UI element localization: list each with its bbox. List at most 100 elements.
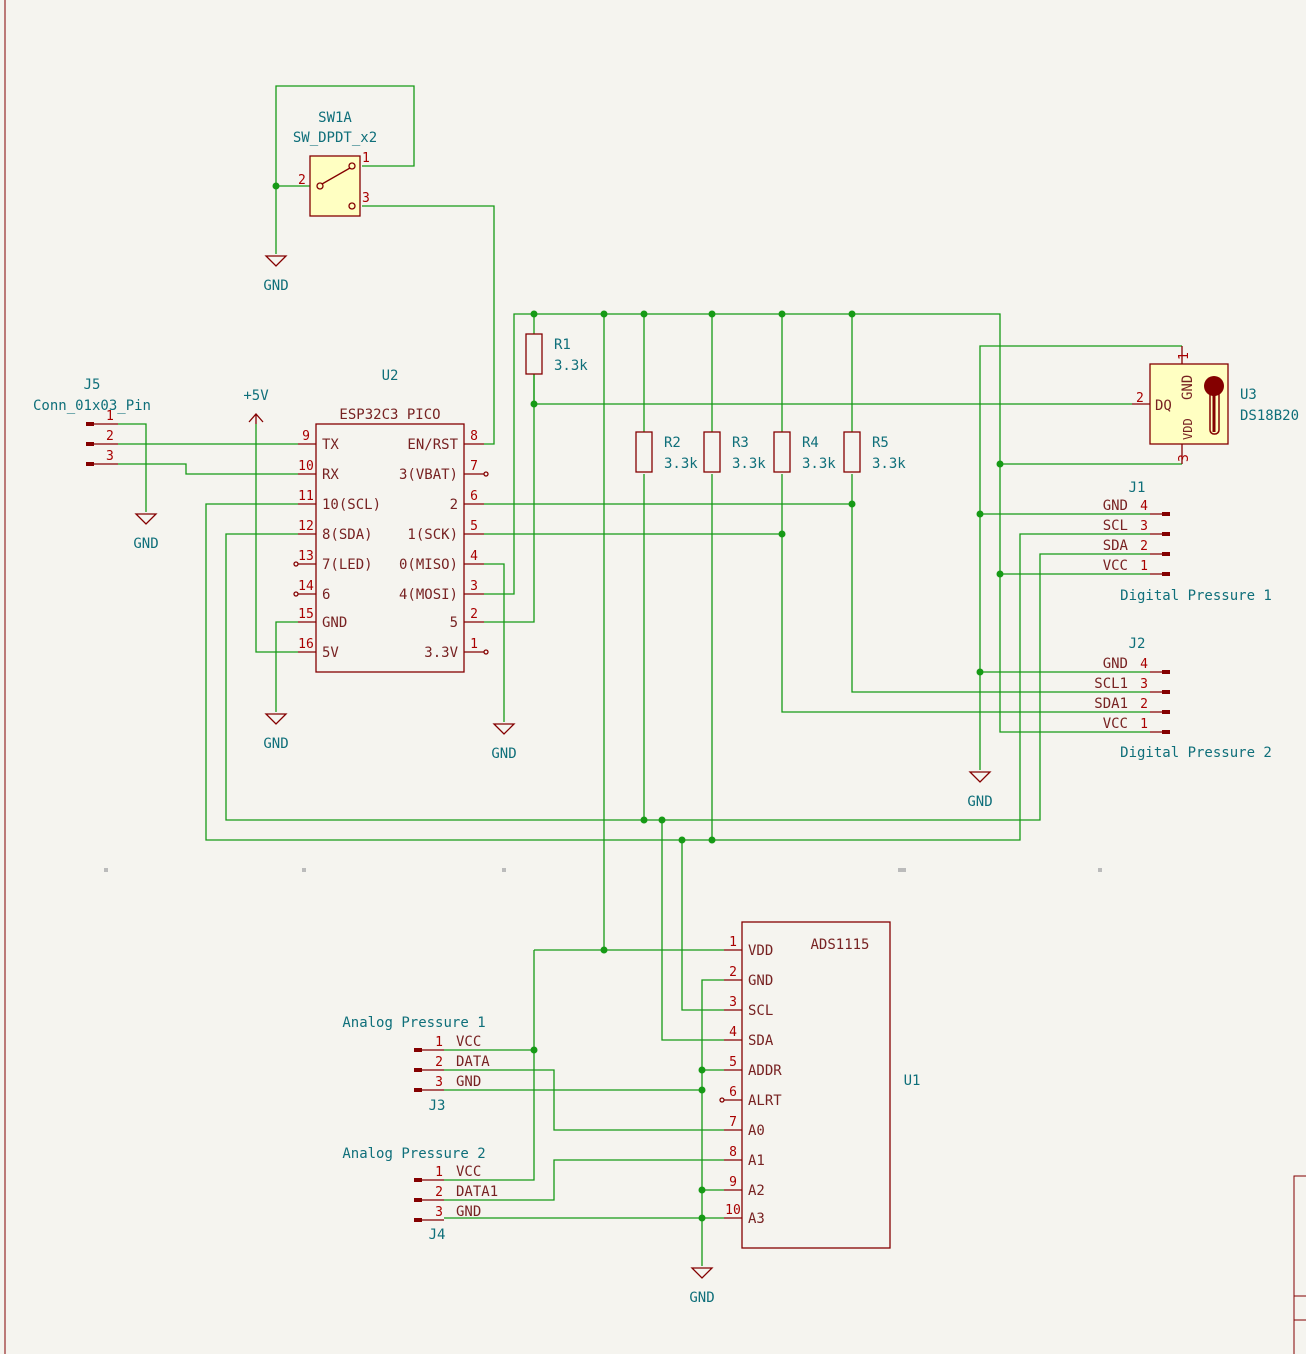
- pin-label: SCL1: [1094, 676, 1128, 692]
- pin-number: 3: [1140, 677, 1148, 692]
- u2-pin-number: 9: [302, 429, 310, 444]
- gnd-symbol: GND: [263, 713, 289, 752]
- ic-u2-esp32c3[interactable]: U2 ESP32C3 PICO 9TX10RX1110(SCL)128(SDA)…: [293, 368, 489, 673]
- u1-pin-label: A3: [748, 1211, 765, 1227]
- j4-ref: J4: [429, 1227, 446, 1243]
- gnd-label: GND: [689, 1290, 714, 1306]
- u1-pin-number: 10: [725, 1203, 741, 1218]
- switch-sw1a[interactable]: 2 1 3 SW1A SW_DPDT_x2: [293, 110, 377, 217]
- pin-label: SDA: [1103, 538, 1129, 554]
- u3-dq-label: DQ: [1155, 398, 1172, 414]
- u2-pin-label: 3.3V: [424, 645, 458, 661]
- resistor-value: 3.3k: [802, 456, 836, 472]
- pin-label: VCC: [456, 1034, 481, 1050]
- u1-value: ADS1115: [810, 937, 869, 953]
- u1-pin-label: SCL: [748, 1003, 773, 1019]
- resistor-r5[interactable]: R53.3k: [843, 431, 906, 473]
- resistor-ref: R4: [802, 435, 819, 451]
- u2-pin-number: 10: [298, 459, 314, 474]
- pin-label: VCC: [456, 1164, 481, 1180]
- gnd-label: GND: [263, 278, 288, 294]
- u1-pin-number: 7: [729, 1115, 737, 1130]
- u2-pin-label: 2: [450, 497, 458, 513]
- gnd-symbol: GND: [967, 771, 993, 810]
- pin-number: 2: [435, 1055, 443, 1070]
- u3-pin-3: 3: [1177, 454, 1192, 462]
- pin-label: GND: [456, 1204, 481, 1220]
- resistor-ref: R1: [554, 337, 571, 353]
- pin-label: SDA1: [1094, 696, 1128, 712]
- resistor-value: 3.3k: [664, 456, 698, 472]
- u2-pin-label: 5: [450, 615, 458, 631]
- u2-pin-label: 7(LED): [322, 557, 373, 573]
- u3-pin-2: 2: [1136, 391, 1144, 406]
- u1-pin-number: 8: [729, 1145, 737, 1160]
- u2-pin-label: 8(SDA): [322, 527, 373, 543]
- u2-pin-label: TX: [322, 437, 339, 453]
- u2-pin-number: 8: [470, 429, 478, 444]
- u2-pin-label: 0(MISO): [399, 557, 458, 573]
- u1-pin-number: 4: [729, 1025, 737, 1040]
- sensor-u3-ds18b20[interactable]: DQ GND VDD 1 2 3 U3 DS18B20: [1132, 346, 1299, 464]
- ic-u1-ads1115[interactable]: ADS1115 U1 1VDD2GND3SCL4SDA5ADDR6ALRT7A0…: [719, 921, 921, 1249]
- ground-symbols: GND GND GND GND GND GND: [133, 255, 993, 1306]
- u1-pin-label: GND: [748, 973, 773, 989]
- resistor-value: 3.3k: [872, 456, 906, 472]
- u2-pin-number: 5: [470, 519, 478, 534]
- u1-pin-label: A1: [748, 1153, 765, 1169]
- resistor-r4[interactable]: R4 3.3k: [773, 431, 836, 473]
- resistor-r2[interactable]: R23.3k: [635, 431, 698, 473]
- u3-gnd-label: GND: [1180, 375, 1196, 400]
- j3-ref: J3: [429, 1098, 446, 1114]
- pin-number: 4: [1140, 657, 1148, 672]
- u2-pin-number: 11: [298, 489, 314, 504]
- connector-j5[interactable]: 1 2 3 J5 Conn_01x03_Pin: [33, 377, 151, 466]
- gnd-label: GND: [491, 746, 516, 762]
- u2-pin-label: 1(SCK): [407, 527, 458, 543]
- sw1-pin-3: 3: [362, 191, 370, 206]
- sw1-pin-2: 2: [298, 173, 306, 188]
- plus5v-label: +5V: [243, 388, 269, 404]
- resistor-ref: R3: [732, 435, 749, 451]
- u2-pin-label: GND: [322, 615, 347, 631]
- thermometer-icon: [1204, 376, 1224, 396]
- u1-pin-number: 9: [729, 1175, 737, 1190]
- gnd-label: GND: [967, 794, 992, 810]
- pin-label: SCL: [1103, 518, 1128, 534]
- u2-pin-label: EN/RST: [407, 437, 458, 453]
- resistor-r1[interactable]: R13.3k: [525, 333, 588, 375]
- u1-pin-number: 1: [729, 935, 737, 950]
- u2-pin-number: 14: [298, 579, 314, 594]
- sw1-value: SW_DPDT_x2: [293, 130, 377, 146]
- power-5v-symbol: +5V: [243, 388, 269, 424]
- gnd-symbol: GND: [263, 255, 289, 294]
- pin-number: 2: [1140, 539, 1148, 554]
- u1-pin-number: 6: [729, 1085, 737, 1100]
- u2-pin-number: 4: [470, 549, 478, 564]
- u1-pin-label: VDD: [748, 943, 773, 959]
- u1-ref: U1: [904, 1073, 921, 1089]
- gnd-label: GND: [263, 736, 288, 752]
- nc-marker: [719, 1097, 725, 1103]
- u1-pin-label: A0: [748, 1123, 765, 1139]
- u2-pin-label: 5V: [322, 645, 339, 661]
- junction-dots: [272, 182, 1004, 1222]
- u2-pin-number: 7: [470, 459, 478, 474]
- u2-pin-number: 6: [470, 489, 478, 504]
- pin-label: VCC: [1103, 558, 1128, 574]
- resistor-r3[interactable]: R33.3k: [703, 431, 766, 473]
- pin-label: DATA: [456, 1054, 490, 1070]
- u3-ref: U3: [1240, 387, 1257, 403]
- sheet-border-ticks: [104, 868, 1102, 872]
- j2-ref: J2: [1129, 636, 1146, 652]
- u2-pin-number: 15: [298, 607, 314, 622]
- gnd-symbol: GND: [689, 1267, 715, 1306]
- u1-pin-number: 5: [729, 1055, 737, 1070]
- pin-number: 3: [435, 1205, 443, 1220]
- j5-ref: J5: [84, 377, 101, 393]
